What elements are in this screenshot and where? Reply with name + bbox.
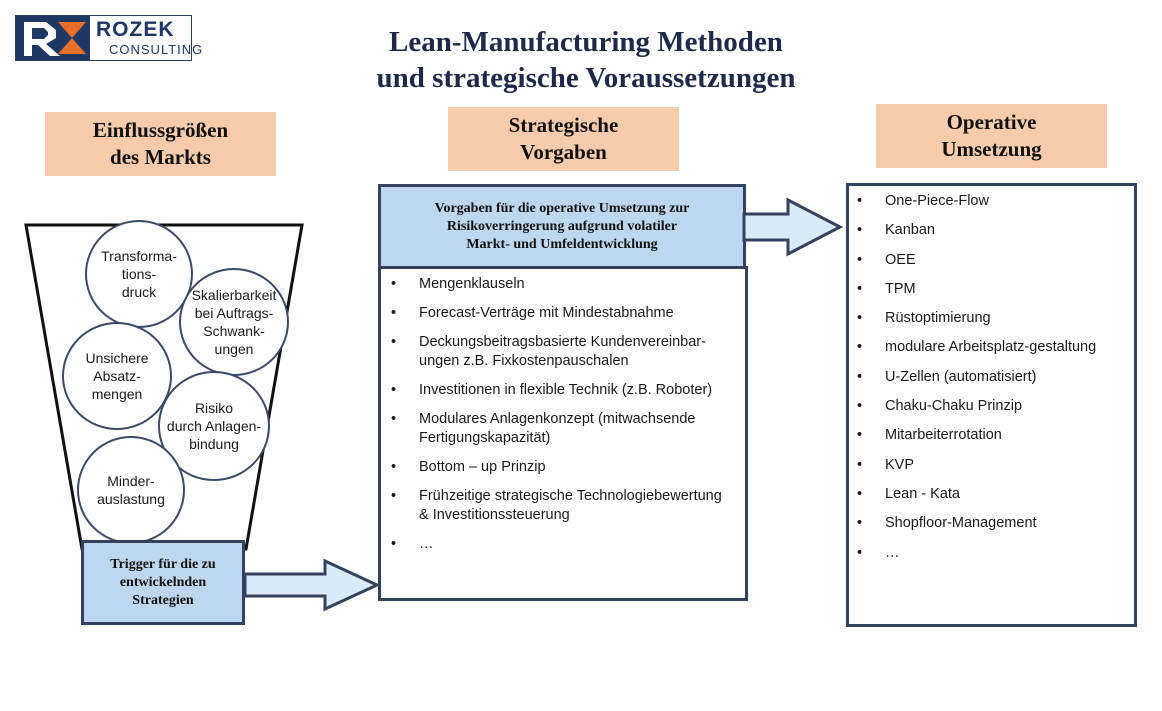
list-item: •Forecast-Verträge mit Mindestabnahme: [391, 305, 674, 321]
header-operative-line-2: Umsetzung: [941, 137, 1042, 161]
logo-name: ROZEK: [96, 18, 175, 41]
rozek-logo: ROZEK CONSULTING: [15, 15, 202, 61]
header-market-influences: Einflussgrößen des Markts: [45, 112, 276, 176]
header-operative-line-1: Operative: [946, 110, 1037, 134]
trigger-box: Trigger für die zu entwickelnden Strateg…: [81, 540, 245, 625]
list-item: •Frühzeitige strategische Technologiebew…: [391, 488, 722, 523]
arrow-trigger-to-strategy: [243, 558, 381, 612]
arrow-strategy-to-operative: [742, 197, 844, 257]
header-strategic-line-1: Strategische: [508, 113, 619, 137]
list-item: •U-Zellen (automatisiert): [857, 368, 1037, 385]
strategic-targets-box: Vorgaben für die operative Umsetzung zur…: [378, 184, 746, 269]
title-line-2: und strategische Voraussetzungen: [376, 62, 796, 94]
list-item: •…: [391, 536, 434, 552]
list-item: •modulare Arbeitsplatz-gestaltung: [857, 339, 1097, 356]
circle-underutilization: Minder- auslastung: [77, 436, 185, 544]
logo-mark-icon: [16, 16, 90, 60]
list-item: •TPM: [857, 280, 916, 297]
circle-transformation-pressure: Transforma- tions- druck: [85, 220, 193, 328]
strategic-measures-list: •Mengenklauseln •Forecast-Verträge mit M…: [391, 275, 744, 564]
list-item: •Deckungsbeitragsbasierte Kundenvereinba…: [391, 334, 706, 369]
list-item: •OEE: [857, 251, 916, 268]
operative-methods-list: •One-Piece-Flow •Kanban •OEE •TPM •Rüsto…: [857, 192, 1135, 573]
header-strategic-targets: Strategische Vorgaben: [448, 107, 679, 171]
header-market-line-1: Einflussgrößen: [92, 118, 229, 142]
list-item: •One-Piece-Flow: [857, 193, 989, 209]
page-title: Lean-Manufacturing Methoden und strategi…: [300, 24, 872, 96]
list-item: •Mitarbeiterrotation: [857, 427, 1002, 444]
list-item: •Kanban: [857, 222, 935, 239]
header-strategic-line-2: Vorgaben: [520, 140, 607, 164]
header-market-line-2: des Markts: [110, 145, 211, 169]
circle-uncertain-sales: Unsichere Absatz- mengen: [62, 322, 172, 430]
operative-methods-box: •One-Piece-Flow •Kanban •OEE •TPM •Rüsto…: [846, 183, 1137, 627]
circle-scalability: Skalierbarkeit bei Auftrags- Schwank- un…: [179, 268, 289, 376]
strategic-measures-box: •Mengenklauseln •Forecast-Verträge mit M…: [378, 266, 748, 601]
list-item: •Mengenklauseln: [391, 276, 525, 292]
logo-subtitle: CONSULTING: [109, 42, 204, 57]
list-item: •Bottom – up Prinzip: [391, 459, 546, 475]
list-item: •Chaku-Chaku Prinzip: [857, 398, 1023, 415]
list-item: •Shopfloor-Management: [857, 515, 1037, 532]
list-item: •Investitionen in flexible Technik (z.B.…: [391, 382, 713, 398]
header-operative-implementation: Operative Umsetzung: [876, 104, 1107, 168]
list-item: •Lean - Kata: [857, 485, 960, 502]
title-line-1: Lean-Manufacturing Methoden: [389, 26, 783, 58]
list-item: •KVP: [857, 456, 915, 473]
list-item: •Rüstoptimierung: [857, 310, 991, 327]
list-item: •…: [857, 544, 900, 561]
